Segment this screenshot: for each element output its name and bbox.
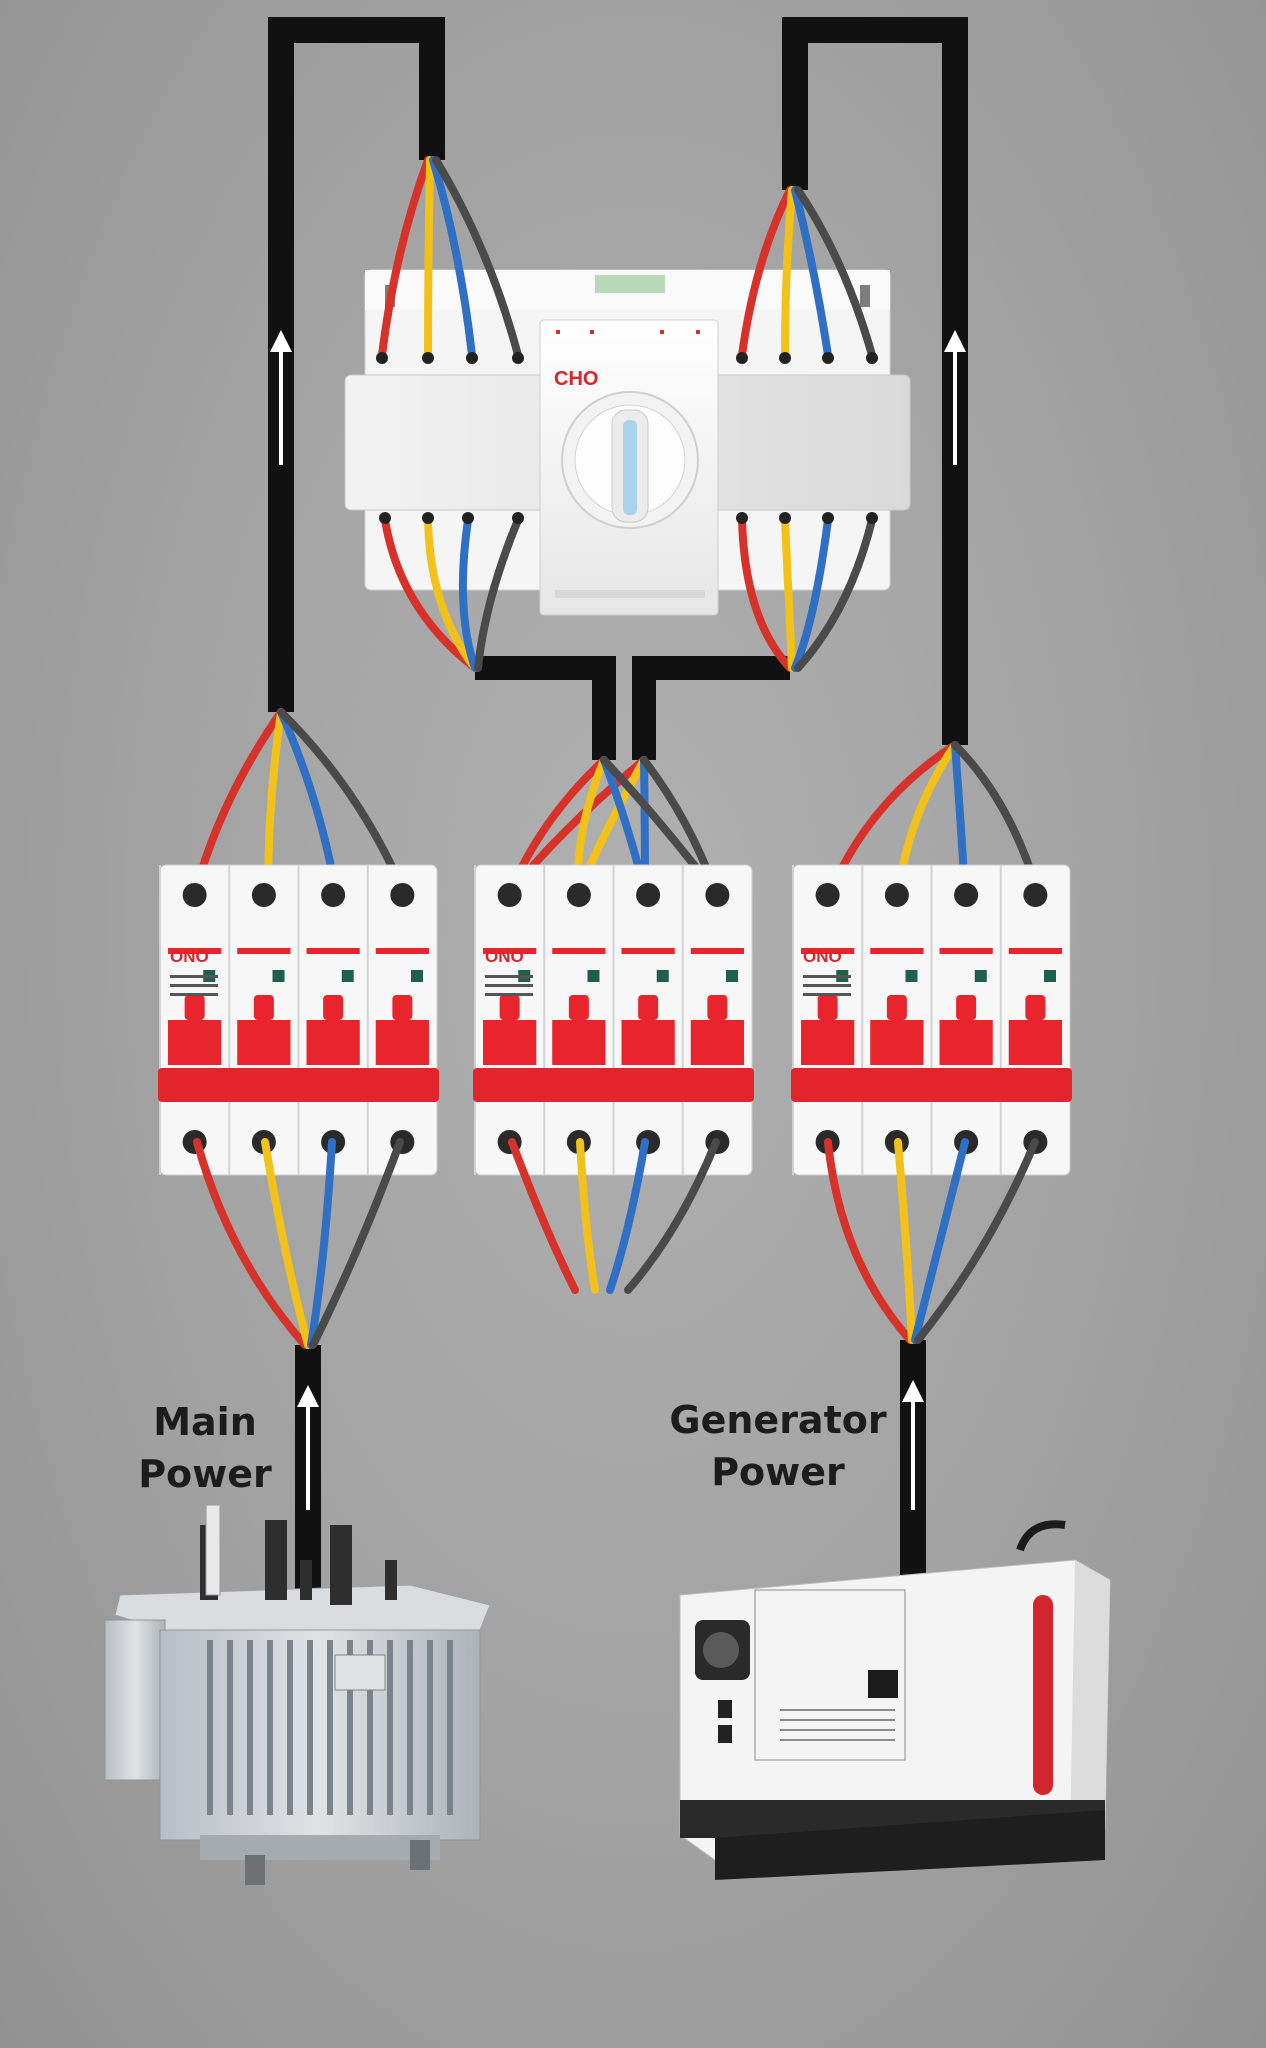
generator-vent <box>780 1709 895 1741</box>
terminal-screw-icon <box>182 883 207 907</box>
breaker-toggle <box>392 995 413 1020</box>
breaker-brand-logo: ONO <box>485 947 524 966</box>
terminal-screw-icon <box>954 883 979 907</box>
terminal-screw-icon <box>636 883 661 907</box>
breaker-toggle <box>707 995 728 1020</box>
ats-input-wires-generator <box>738 186 876 359</box>
breaker-handle-bar <box>791 1068 1072 1102</box>
transformer-fins <box>207 1640 453 1815</box>
terminal-screw-icon <box>251 883 276 907</box>
arrow-up-icon <box>944 330 966 465</box>
handle-indicator <box>623 420 637 515</box>
load-breaker: ONO <box>473 864 754 1176</box>
ats-terminals-top-left <box>376 352 524 364</box>
arrow-up-icon <box>297 1385 319 1510</box>
breaker-toggle <box>956 995 977 1020</box>
breaker-brand-logo: ONO <box>803 947 842 966</box>
terminal-screw-icon <box>1023 883 1048 907</box>
generator-red-stripe <box>1033 1595 1053 1795</box>
breaker-toggle <box>499 995 520 1020</box>
breaker-toggle <box>638 995 659 1020</box>
transformer-bushings <box>200 1520 397 1605</box>
main-power-label-line2: Power <box>138 1452 272 1496</box>
generator-power-label-line2: Power <box>711 1450 845 1494</box>
generator-power-label-line1: Generator <box>669 1398 886 1442</box>
terminal-screw-icon <box>815 883 840 907</box>
load-output-wires <box>508 1138 720 1294</box>
breaker-handle-bar <box>473 1068 754 1102</box>
generator-breaker: ONO <box>791 864 1072 1176</box>
terminal-screw-icon <box>497 883 522 907</box>
breaker-brand-logo: ONO <box>170 947 209 966</box>
arrow-up-icon <box>270 330 292 465</box>
transformer-side-tank <box>104 1619 166 1781</box>
output-cables <box>475 656 790 760</box>
transformer <box>104 1504 491 1885</box>
ats-output-wires-right <box>738 516 876 672</box>
terminal-screw-icon <box>884 883 909 907</box>
generator-breaker-output-wires <box>824 1138 1039 1344</box>
ats-input-wires-main <box>378 156 522 359</box>
terminal-screw-icon <box>705 883 730 907</box>
terminal-screw-icon <box>390 883 415 907</box>
terminal-screw-icon <box>321 883 346 907</box>
breaker-toggle <box>886 995 907 1020</box>
main-power-label-line1: Main <box>153 1400 257 1444</box>
breaker-toggle <box>568 995 589 1020</box>
ats-output-wires-left <box>381 516 522 672</box>
breaker-toggle <box>253 995 274 1020</box>
diesel-generator <box>679 1520 1111 1880</box>
breaker-toggle <box>184 995 205 1020</box>
ats-switch: CHO <box>344 269 911 616</box>
breaker-toggle <box>817 995 838 1020</box>
arrow-up-icon <box>902 1380 924 1510</box>
terminal-screw-icon <box>566 883 591 907</box>
breaker-toggle <box>323 995 344 1020</box>
main-breaker-output-wires <box>193 1138 404 1349</box>
breaker-toggle <box>1025 995 1046 1020</box>
ats-brand-logo: CHO <box>554 368 598 390</box>
main-breaker: ONO <box>158 864 439 1176</box>
breaker-handle-bar <box>158 1068 439 1102</box>
